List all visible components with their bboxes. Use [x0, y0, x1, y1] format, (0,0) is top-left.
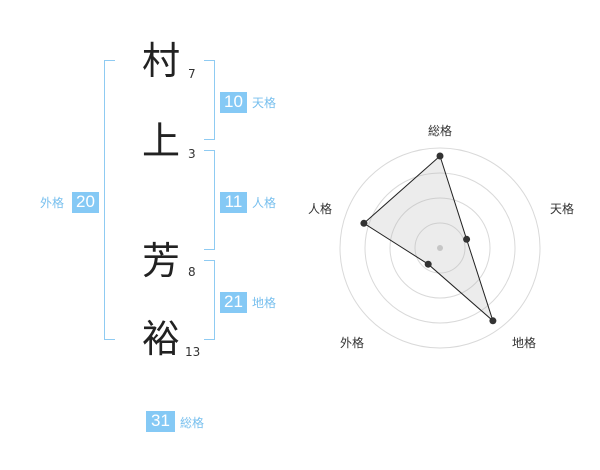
- radar-label-soukaku: 総格: [428, 124, 453, 138]
- radar-point-2: [489, 317, 497, 325]
- chikaku-label: 地格: [252, 296, 277, 310]
- tenkaku-label: 天格: [252, 96, 277, 110]
- tenkaku-bracket: [204, 60, 215, 140]
- gaikaku-value: 20: [72, 192, 99, 213]
- stroke-count-2: 3: [188, 147, 196, 161]
- stroke-count-3: 8: [188, 265, 196, 279]
- radar-grid-ring: [389, 197, 491, 299]
- radar-point-0: [436, 152, 444, 160]
- gaikaku-label: 外格: [40, 196, 65, 210]
- jinkaku-value: 11: [220, 192, 247, 213]
- jinkaku-label: 人格: [252, 196, 277, 210]
- stroke-count-4: 13: [185, 345, 201, 359]
- radar-grid-ring: [364, 172, 516, 324]
- soukaku-value: 31: [146, 411, 175, 432]
- radar-label-chikaku: 地格: [512, 336, 537, 350]
- radar-point-4: [360, 219, 368, 227]
- chikaku-value: 21: [220, 292, 247, 313]
- radar-center-dot: [437, 245, 443, 251]
- name-char-3: 芳: [142, 239, 181, 283]
- chikaku-bracket: [204, 260, 215, 340]
- radar-label-jinkaku: 人格: [308, 202, 333, 216]
- jinkaku-bracket: [204, 150, 215, 250]
- radar-point-1: [463, 235, 471, 243]
- name-char-2: 上: [142, 119, 181, 163]
- radar-grid-ring: [339, 147, 541, 349]
- radar-series-polygon: [363, 155, 494, 323]
- gaikaku-bracket: [104, 60, 115, 340]
- radar-label-gaikaku: 外格: [340, 336, 365, 350]
- tenkaku-value: 10: [220, 92, 247, 113]
- stroke-count-1: 7: [188, 67, 196, 81]
- radar-point-3: [424, 260, 432, 268]
- radar-grid-ring: [414, 222, 466, 274]
- radar-label-tenkaku: 天格: [550, 202, 575, 216]
- soukaku-label: 総格: [180, 416, 205, 430]
- name-char-4: 裕: [142, 317, 181, 361]
- name-char-1: 村: [142, 39, 181, 83]
